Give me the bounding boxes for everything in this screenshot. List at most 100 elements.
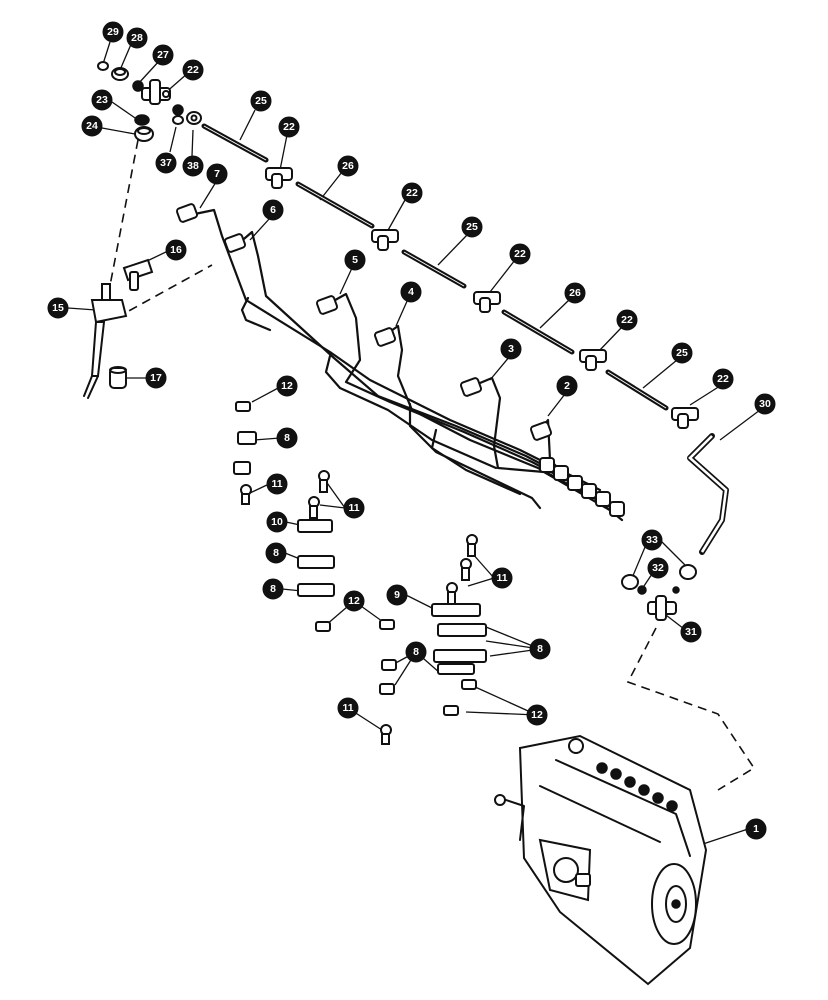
- clamp-16: [122, 258, 154, 291]
- bolt-11-7: [380, 724, 392, 745]
- callout: 12: [526, 704, 548, 726]
- svg-text:22: 22: [283, 121, 295, 133]
- callout: 22: [616, 309, 638, 331]
- callout: 31: [680, 621, 702, 643]
- svg-text:23: 23: [96, 94, 108, 106]
- svg-text:38: 38: [187, 160, 199, 172]
- tee-22-5: [671, 407, 699, 429]
- svg-text:4: 4: [408, 286, 414, 298]
- callout: 25: [671, 342, 693, 364]
- line-3-nut: [459, 377, 483, 397]
- clip-8-9: [379, 683, 395, 695]
- callout: 23: [91, 89, 113, 111]
- callout: 22: [182, 59, 204, 81]
- washer-33-2: [679, 564, 697, 580]
- callout: 15: [47, 297, 69, 319]
- valve-31: [647, 595, 677, 621]
- clamp-8-1: [237, 431, 257, 445]
- bolt-11-1: [240, 484, 252, 505]
- clamp-hardware-group: [233, 401, 487, 745]
- seal-27: [132, 80, 144, 92]
- svg-text:6: 6: [270, 204, 276, 216]
- svg-text:22: 22: [187, 64, 199, 76]
- svg-text:12: 12: [348, 595, 360, 607]
- svg-text:32: 32: [652, 562, 664, 574]
- bolt-11-6: [446, 582, 458, 605]
- svg-text:25: 25: [466, 221, 478, 233]
- svg-text:1: 1: [753, 823, 759, 835]
- callout: 1: [745, 818, 767, 840]
- callout: 5: [344, 249, 366, 271]
- svg-text:8: 8: [273, 547, 279, 559]
- callout: 37: [155, 152, 177, 174]
- nut-38: [186, 111, 202, 125]
- callout: 8: [405, 641, 427, 663]
- pipe-25-1: [201, 123, 269, 163]
- callout: 10: [266, 511, 288, 533]
- tee-22-3: [473, 291, 501, 313]
- svg-text:7: 7: [214, 168, 220, 180]
- svg-text:8: 8: [537, 643, 543, 655]
- clamp-8-4: [297, 583, 335, 597]
- svg-text:24: 24: [86, 120, 98, 132]
- svg-text:16: 16: [170, 244, 182, 256]
- callout: 17: [145, 367, 167, 389]
- spring-23: [134, 114, 150, 126]
- overflow-pipe-30: [687, 433, 729, 555]
- callout: 8: [262, 578, 284, 600]
- tee-22-4: [579, 349, 607, 371]
- svg-text:22: 22: [621, 314, 633, 326]
- callout: 11: [343, 497, 365, 519]
- svg-text:17: 17: [150, 372, 162, 384]
- svg-text:11: 11: [348, 502, 359, 514]
- clip-12-3: [379, 619, 395, 630]
- callout: 22: [712, 368, 734, 390]
- clamp-8-2: [233, 461, 251, 475]
- callout: 22: [401, 182, 423, 204]
- svg-text:33: 33: [646, 534, 658, 546]
- svg-text:29: 29: [107, 26, 119, 38]
- callout: 12: [276, 375, 298, 397]
- svg-text:9: 9: [394, 589, 400, 601]
- clip-12-2: [315, 621, 331, 632]
- svg-text:8: 8: [270, 583, 276, 595]
- return-line-assembly: [201, 123, 699, 429]
- svg-text:27: 27: [157, 49, 169, 61]
- callout: 30: [754, 393, 776, 415]
- pipe-26-2: [501, 309, 575, 355]
- svg-text:26: 26: [569, 287, 581, 299]
- nut-29: [97, 61, 109, 71]
- clip-12-1: [235, 401, 251, 412]
- svg-text:12: 12: [531, 709, 543, 721]
- clamp-8-6: [433, 649, 487, 663]
- svg-text:5: 5: [352, 254, 358, 266]
- callout: 25: [461, 216, 483, 238]
- callout: 27: [152, 44, 174, 66]
- svg-text:28: 28: [131, 32, 143, 44]
- svg-text:11: 11: [496, 572, 507, 584]
- return-fittings-group: [97, 61, 202, 142]
- callout: 26: [337, 155, 359, 177]
- callout: 8: [529, 638, 551, 660]
- clamp-8-7: [437, 663, 475, 675]
- callout: 9: [386, 584, 408, 606]
- ring-32b: [672, 586, 680, 594]
- svg-text:12: 12: [281, 380, 293, 392]
- callout: 38: [182, 155, 204, 177]
- svg-text:3: 3: [508, 343, 514, 355]
- line-5-nut: [315, 295, 339, 315]
- tee-fitting-22-top: [141, 79, 171, 105]
- svg-text:37: 37: [160, 157, 172, 169]
- callout: 24: [81, 115, 103, 137]
- svg-text:11: 11: [342, 702, 353, 714]
- callout: 28: [126, 27, 148, 49]
- callout: 29: [102, 21, 124, 43]
- svg-text:10: 10: [271, 516, 283, 528]
- pipe-26-1: [295, 181, 375, 229]
- callout: 4: [400, 281, 422, 303]
- svg-text:25: 25: [676, 347, 688, 359]
- callout: 22: [278, 116, 300, 138]
- overflow-valve-group: [621, 564, 697, 621]
- bolt-11-2: [318, 470, 330, 493]
